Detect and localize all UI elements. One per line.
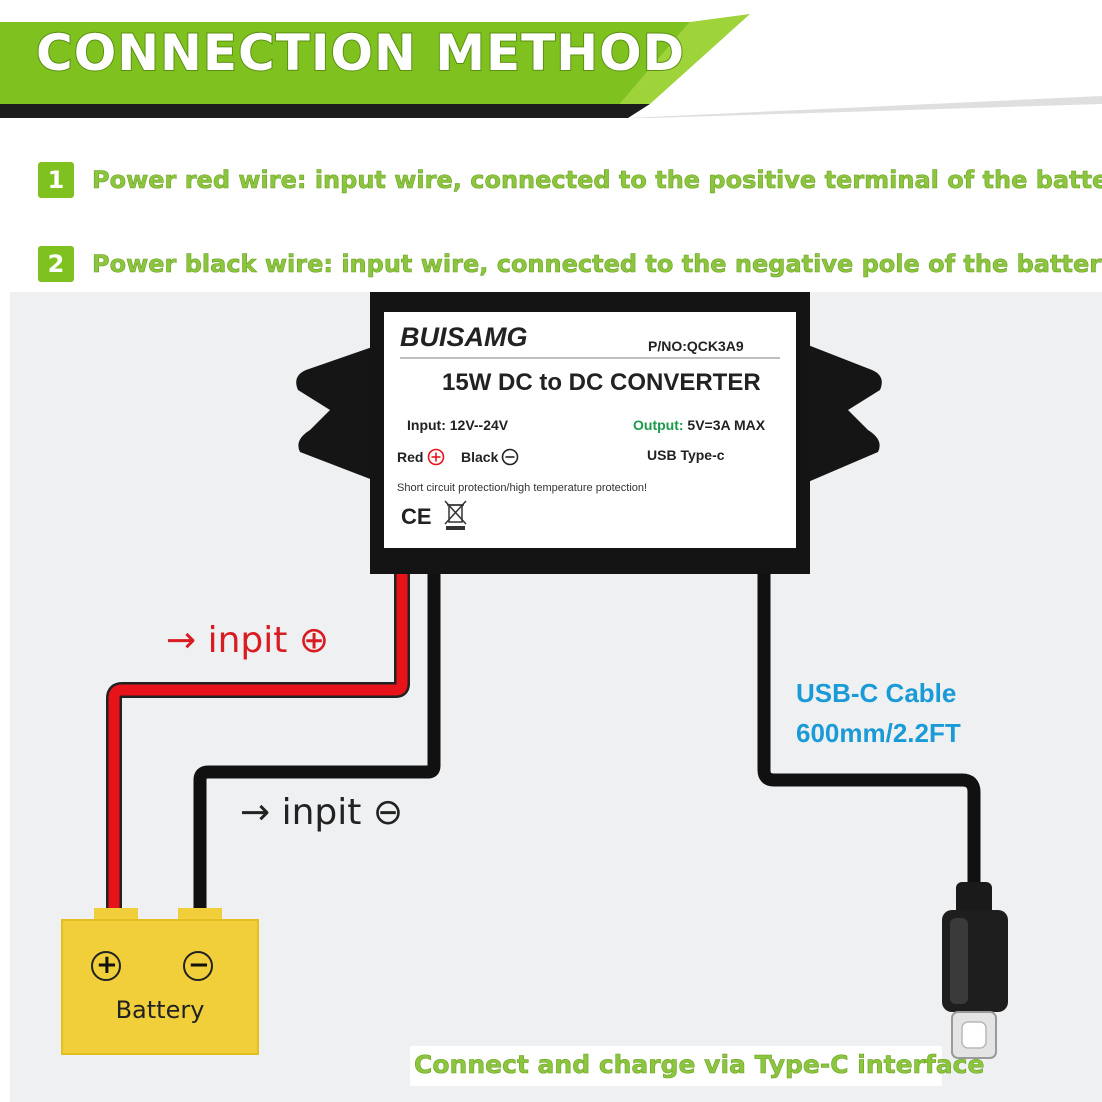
brand-name: BUISAMG bbox=[400, 322, 528, 352]
part-number: P/NO:QCK3A9 bbox=[648, 338, 744, 354]
output-value: 5V=3A MAX bbox=[687, 417, 766, 433]
battery-plus-sign: + bbox=[96, 950, 118, 980]
converter-model: 15W DC to DC CONVERTER bbox=[442, 369, 761, 396]
step-2: 2 Power black wire: input wire, connecte… bbox=[38, 244, 1102, 284]
step-text: Power black wire: input wire, connected … bbox=[92, 250, 1102, 279]
footer-backdrop bbox=[410, 1046, 942, 1086]
battery-minus-sign: − bbox=[188, 950, 210, 980]
plus-circle-icon bbox=[428, 448, 445, 466]
header-banner bbox=[0, 14, 1102, 118]
usb-type-label: USB Type-c bbox=[647, 447, 725, 463]
black-wire-legend: Black bbox=[461, 447, 520, 467]
mounting-ear-right bbox=[808, 345, 882, 482]
usb-connector-strain-relief bbox=[956, 882, 992, 916]
ce-mark: CE bbox=[401, 504, 432, 529]
black-wire bbox=[193, 570, 441, 915]
battery-body bbox=[61, 919, 259, 1055]
step-number: 2 bbox=[38, 246, 74, 282]
black-label: Black bbox=[461, 449, 499, 465]
step-1: 1 Power red wire: input wire, connected … bbox=[38, 160, 1102, 200]
footer-caption: Connect and charge via Type-C interface bbox=[414, 1050, 985, 1080]
step-text: Power red wire: input wire, connected to… bbox=[92, 166, 1102, 195]
output-prefix: Output: bbox=[633, 417, 684, 433]
negative-input-label: → inpit ⊖ bbox=[240, 792, 404, 833]
cable-type-label: USB-C Cable bbox=[796, 678, 957, 708]
cable-length-label: 600mm/2.2FT bbox=[796, 718, 961, 748]
positive-input-label: → inpit ⊕ bbox=[166, 620, 330, 661]
red-label: Red bbox=[397, 449, 424, 465]
battery-label: Battery bbox=[115, 996, 205, 1024]
mounting-ear-left bbox=[296, 345, 378, 482]
input-spec: Input: 12V--24V bbox=[407, 417, 509, 433]
red-wire-legend: Red bbox=[397, 447, 446, 467]
output-spec: Output: 5V=3A MAX bbox=[633, 417, 765, 433]
weee-bin-icon bbox=[444, 500, 467, 530]
usb-cable bbox=[757, 570, 981, 888]
protection-note: Short circuit protection/high temperatur… bbox=[397, 482, 648, 494]
minus-circle-icon bbox=[502, 448, 519, 466]
page-title: CONNECTION METHOD bbox=[35, 23, 686, 83]
step-number: 1 bbox=[38, 162, 74, 198]
